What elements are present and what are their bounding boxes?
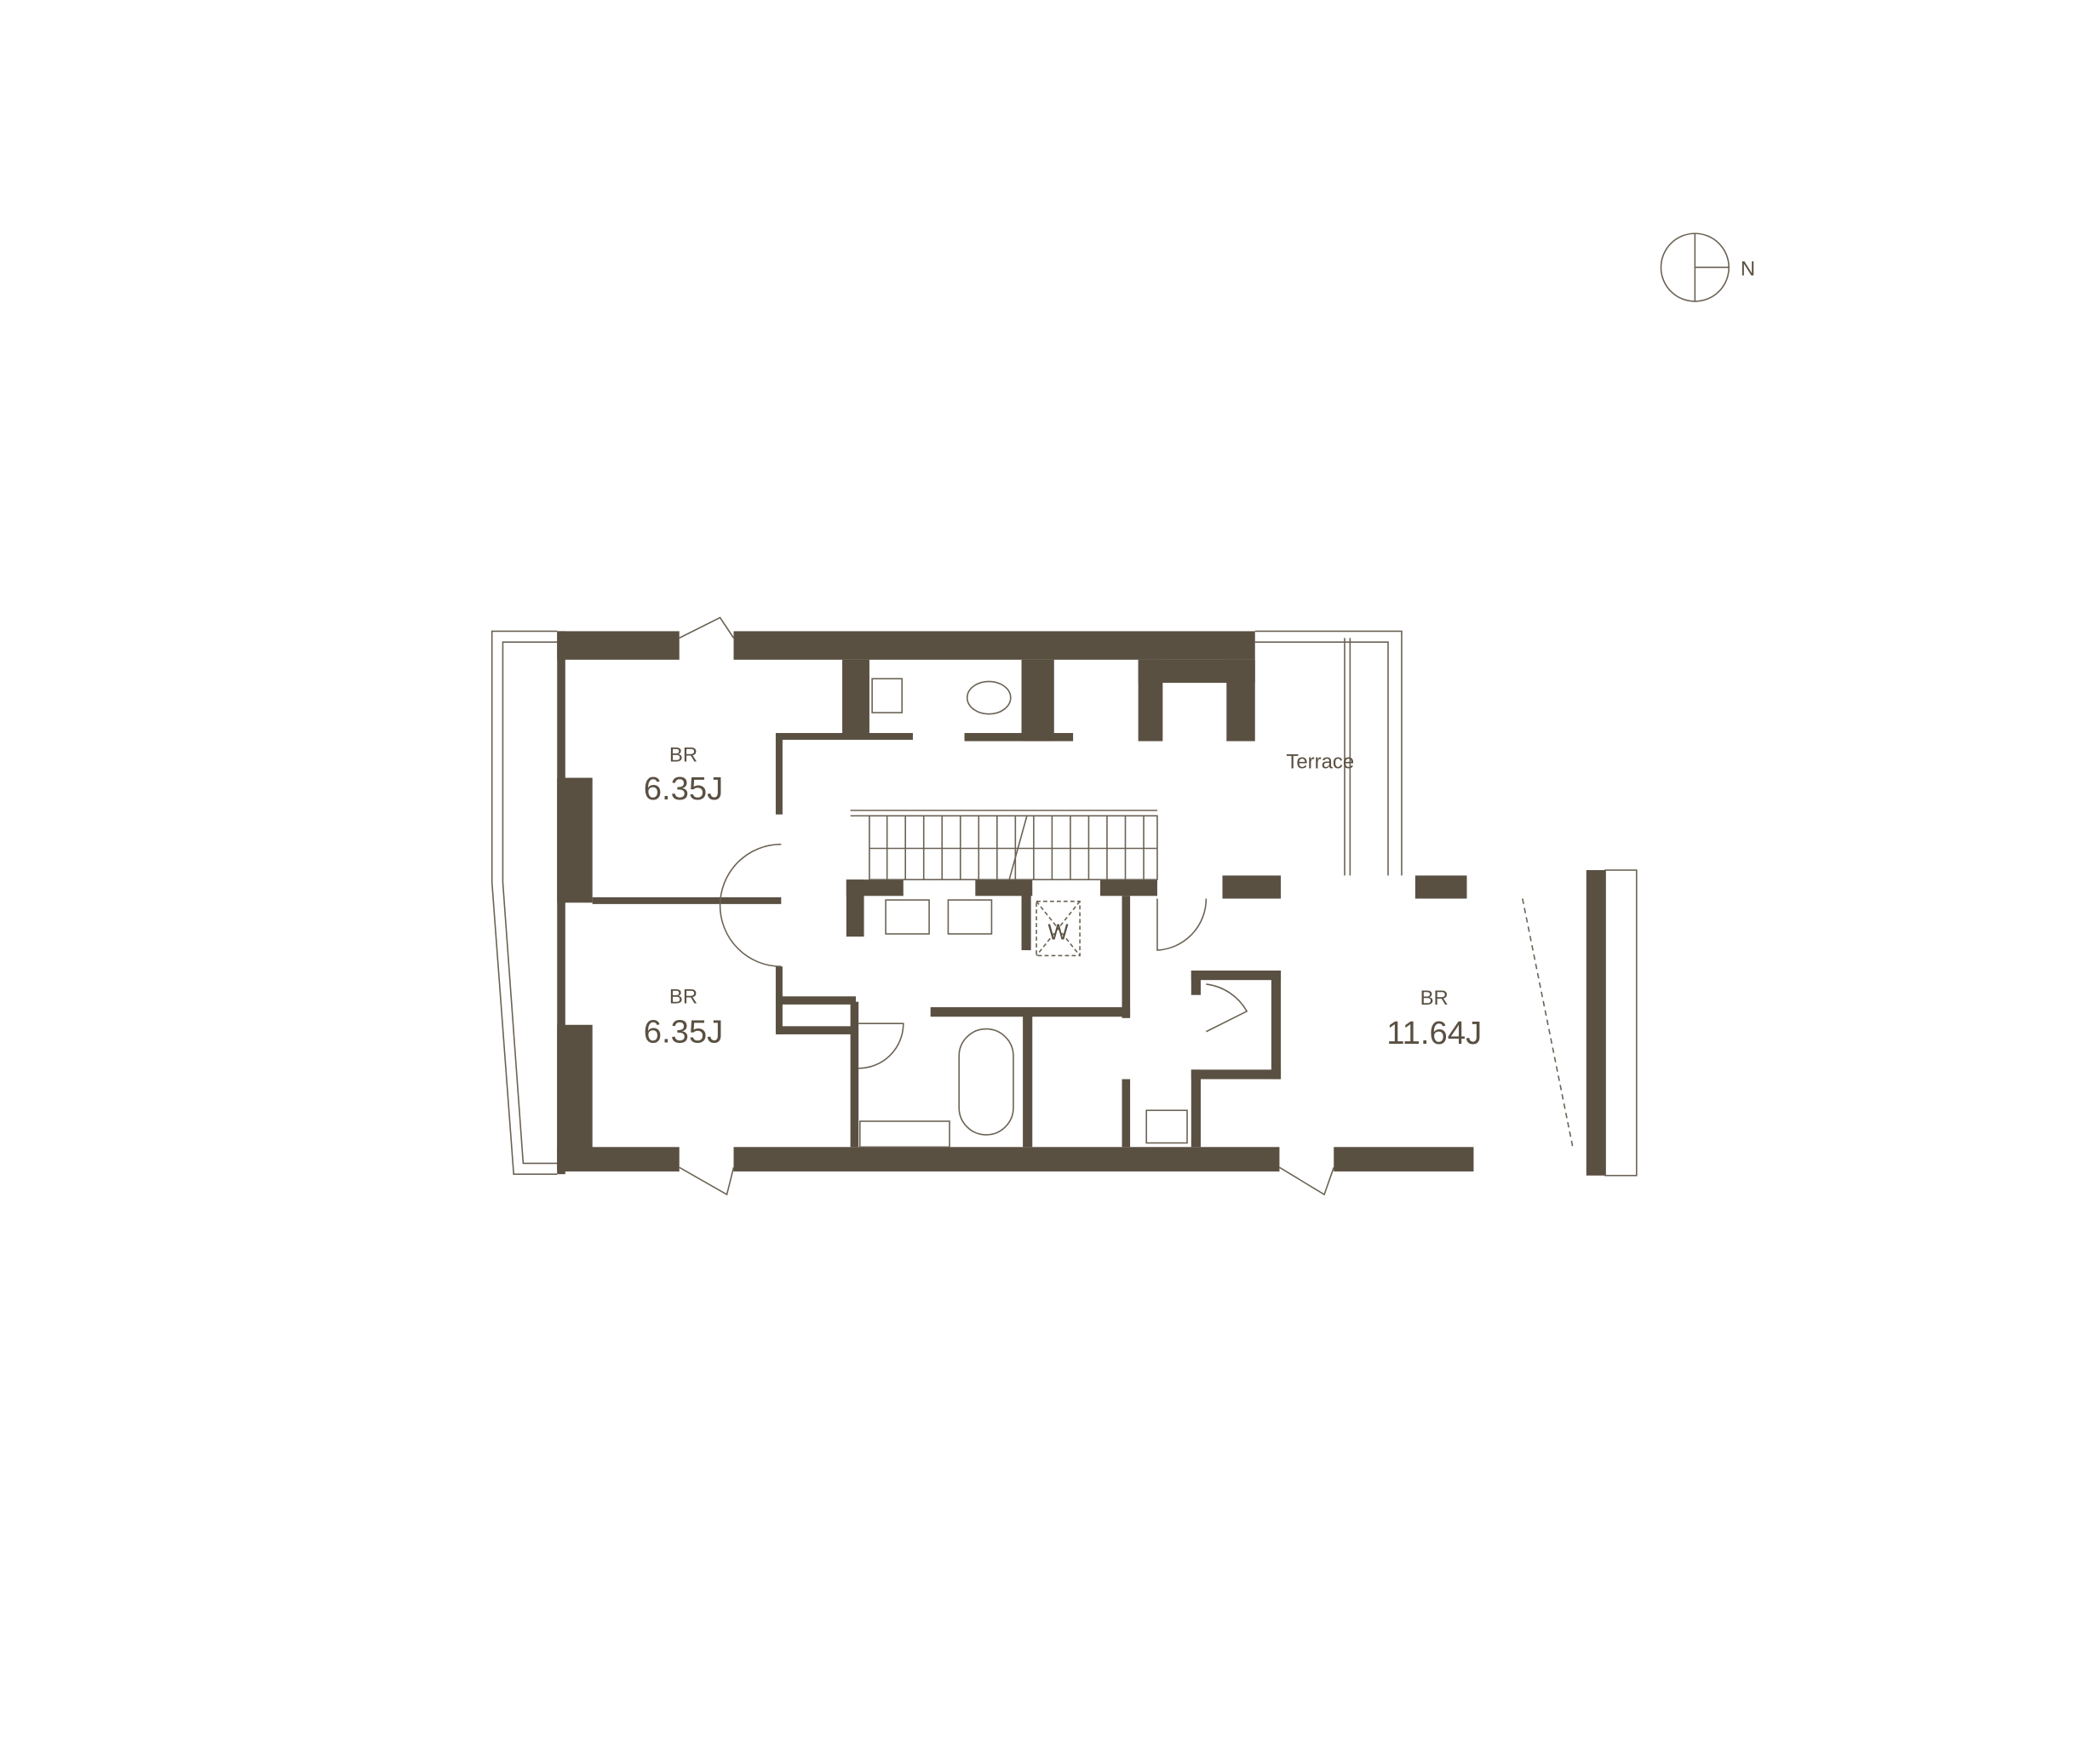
stairs — [850, 810, 1158, 880]
balcony-outline — [491, 630, 1638, 1177]
terrace-label: Terrace — [1286, 750, 1354, 773]
sink — [871, 678, 904, 713]
room-br-1: BR 6.35J — [644, 743, 724, 807]
room-br-3: BR 11.64J — [1386, 987, 1482, 1051]
sink-small — [1145, 1109, 1188, 1144]
compass-icon: N — [1660, 232, 1755, 302]
room-name: BR — [669, 743, 697, 766]
vanity-sink-left — [885, 899, 930, 935]
washer-space — [1036, 900, 1081, 957]
room-name: BR — [669, 985, 697, 1008]
room-name: BR — [1420, 987, 1449, 1010]
fixtures: W — [679, 616, 1574, 1196]
walls — [557, 631, 1606, 1176]
toilet — [966, 680, 1012, 715]
compass-north-label: N — [1741, 258, 1755, 281]
bathtub — [958, 1028, 1014, 1136]
room-br-2: BR 6.35J — [644, 985, 724, 1050]
room-area: 11.64J — [1386, 1015, 1482, 1051]
vanity-sink-right — [947, 899, 993, 935]
room-area: 6.35J — [644, 1014, 724, 1051]
washer-label: W — [1048, 920, 1069, 944]
room-area: 6.35J — [644, 770, 724, 807]
